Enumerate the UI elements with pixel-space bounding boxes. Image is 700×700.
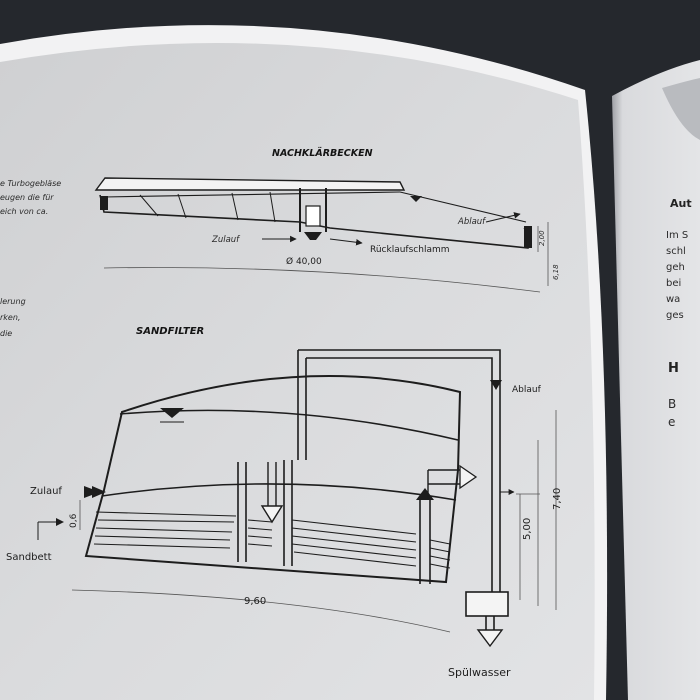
side-line-6: die [0,329,12,338]
nachklaer-zulauf: Zulauf [211,235,241,245]
right-para-4: bei [666,278,681,289]
sandfilter-title: SANDFILTER [136,326,204,337]
nachklaerbecken-diagram: NACHKLÄRBECKEN Zulauf Ablauf Rücklaufsch… [94,148,560,293]
sandfilter-zulauf: Zulauf [30,486,62,497]
right-para-2: schl [666,246,686,257]
side-line-5: rken, [0,313,20,322]
right-para-6: ges [666,310,684,321]
right-subheading: H [668,361,679,376]
left-side-text: e Turbogebläse eugen die für eich von ca… [0,179,61,338]
nachklaer-ablauf: Ablauf [457,217,487,227]
nachklaer-dim-b: 6,18 [552,264,560,280]
side-line-4: lerung [0,297,26,306]
right-heading: Aut [670,197,692,210]
nachklaer-ruecklauf: Rücklaufschlamm [370,245,450,255]
nachklaer-title: NACHKLÄRBECKEN [272,148,373,159]
sandfilter-dim-inner: 5,00 [522,518,533,540]
sandfilter-diagram: SANDFILTER Ablauf [6,326,563,679]
sandfilter-dim-outer: 7,40 [552,488,563,510]
sand-bed [93,511,451,569]
nachklaer-diameter: Ø 40,00 [286,256,322,267]
side-line-1: e Turbogebläse [0,179,61,188]
page-decoration [662,78,700,140]
side-line-3: eich von ca. [0,207,48,216]
right-para-1: Im S [666,230,688,241]
sandfilter-spuelwasser: Spülwasser [448,666,511,679]
sandfilter-dim-width: 9,60 [244,596,266,607]
sandfilter-ablauf: Ablauf [512,385,542,395]
sandfilter-sandbett: Sandbett [6,552,52,563]
right-page [612,60,700,700]
right-para2-2: e [668,415,675,429]
right-page-text: Aut Im S schl geh bei wa ges H B e [666,197,692,429]
side-line-2: eugen die für [0,193,54,202]
nachklaer-dim-a: 2,00 [538,230,546,246]
right-para2-1: B [668,397,676,411]
right-para-5: wa [666,294,680,305]
right-para-3: geh [666,262,685,273]
sandfilter-dim-sand: 0,6 [69,513,79,528]
